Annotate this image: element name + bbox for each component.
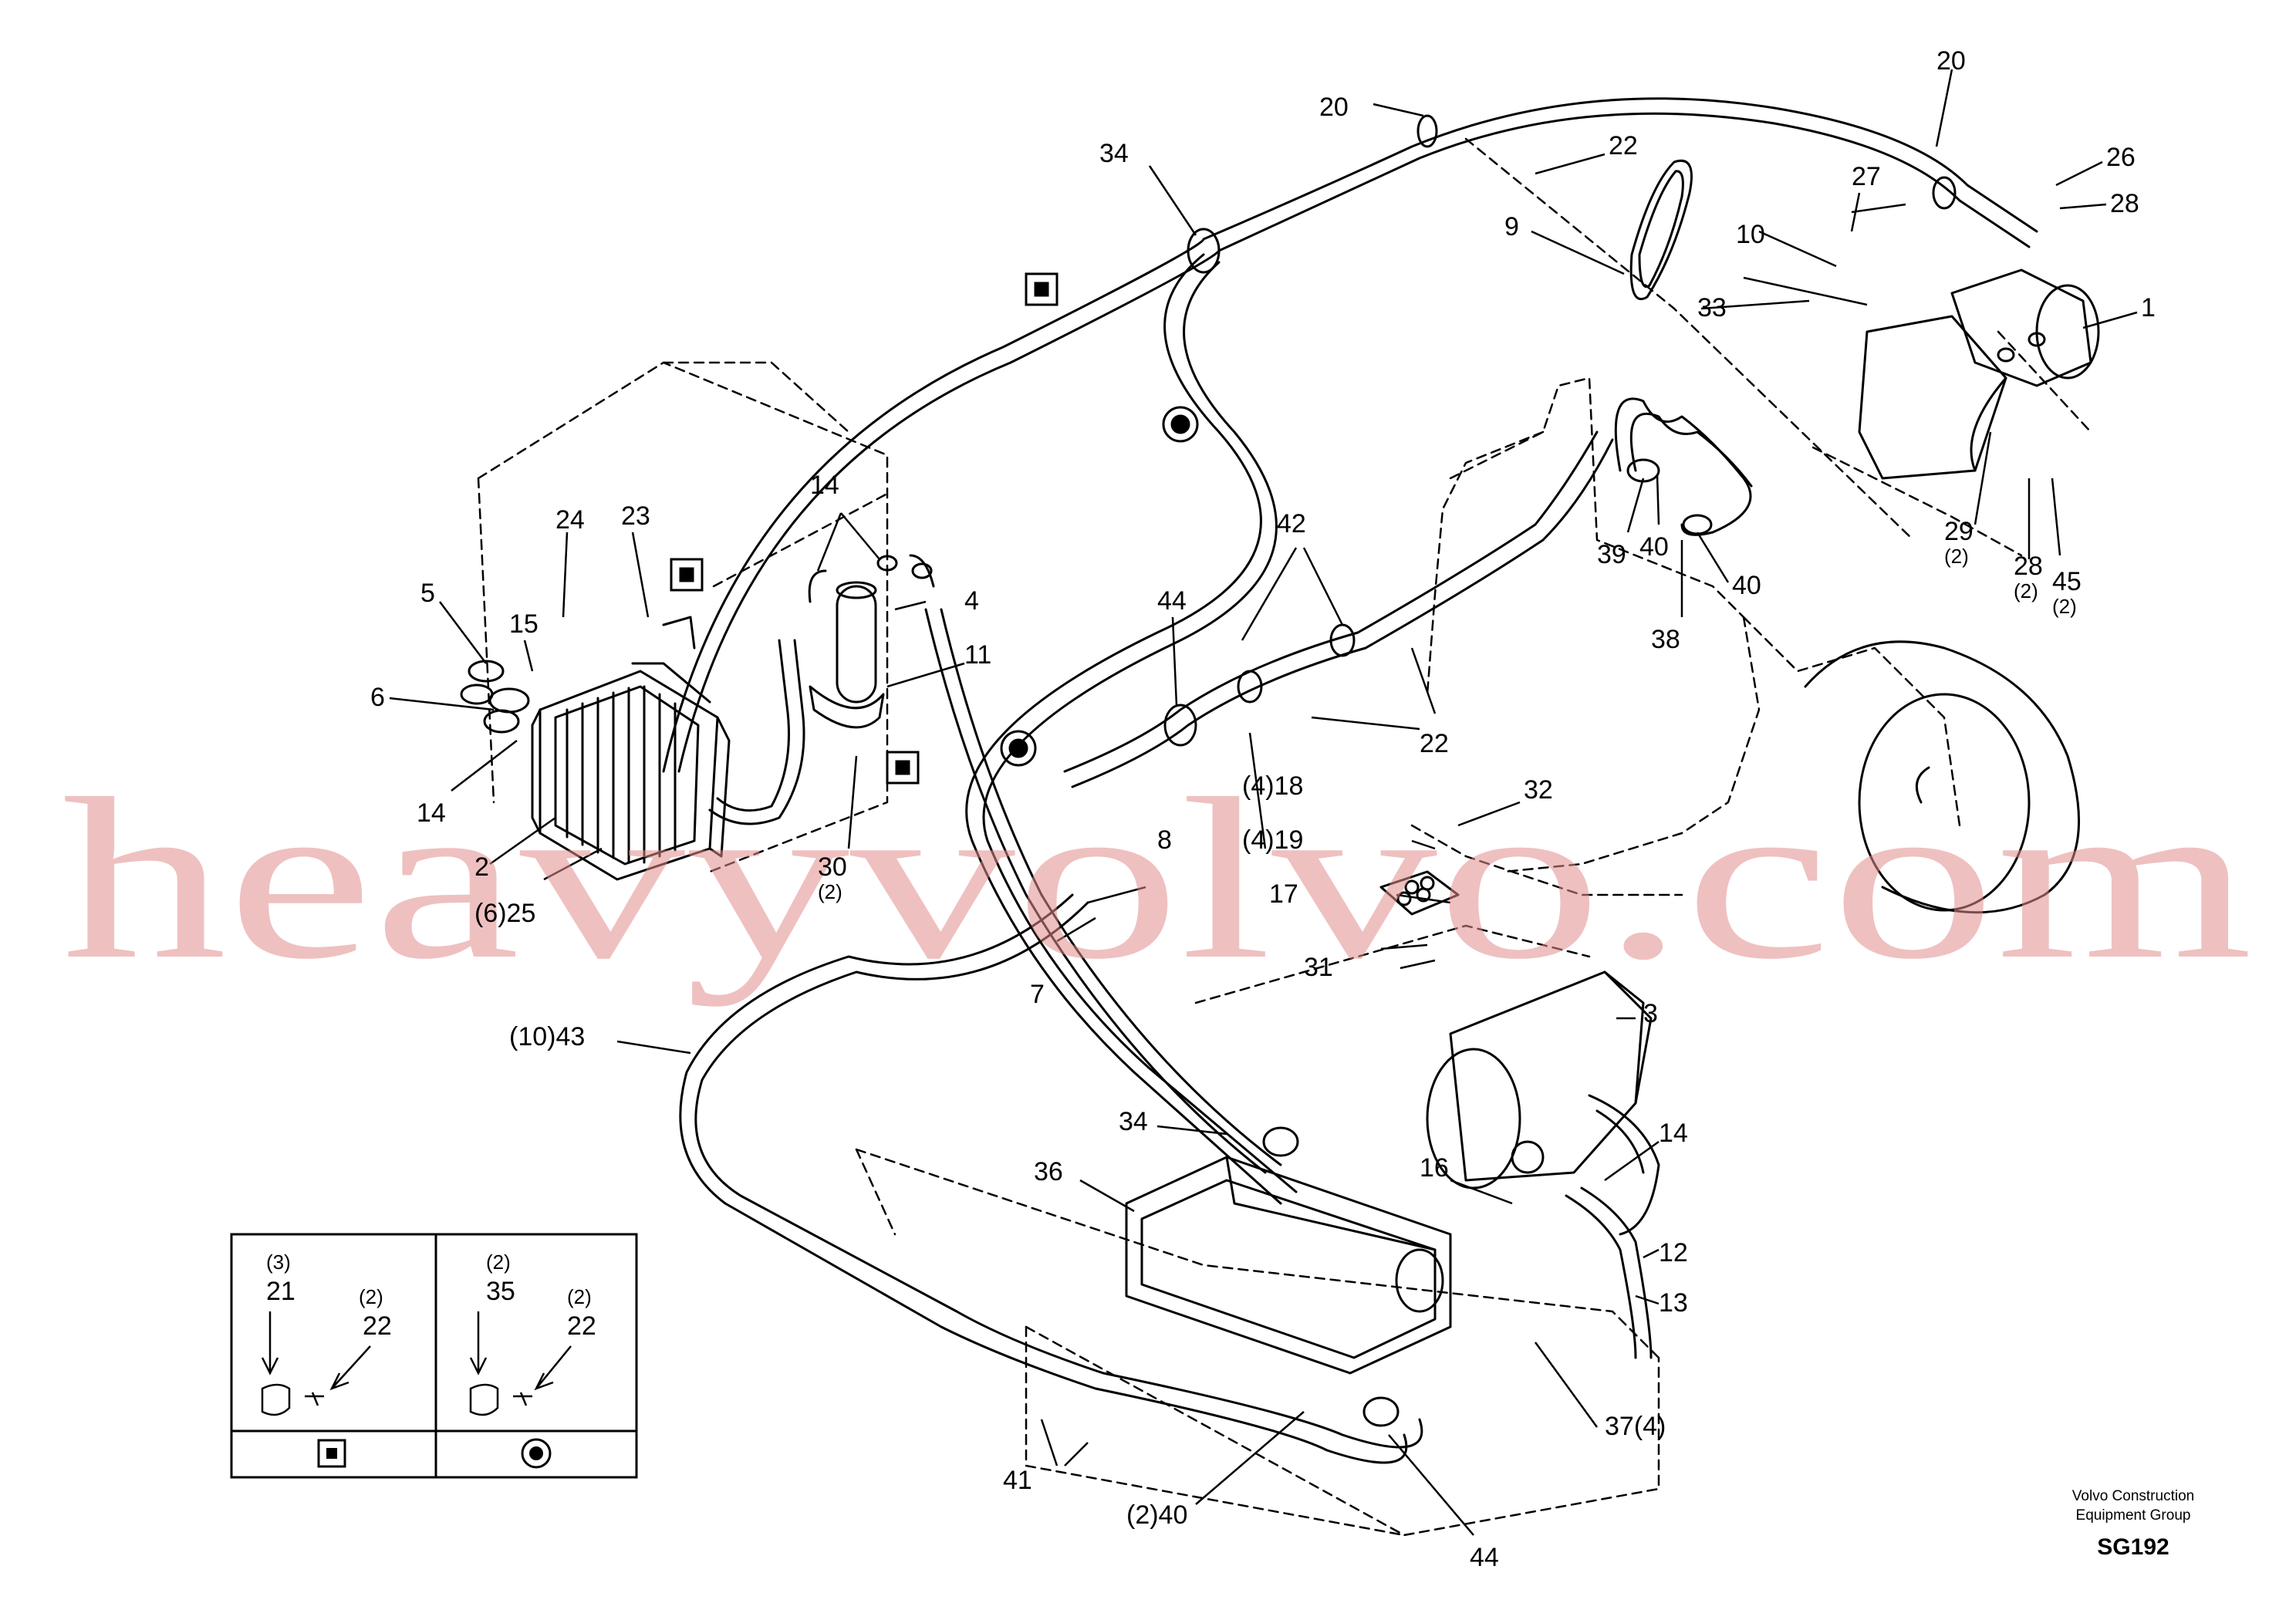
callout-44: 44: [1157, 586, 1187, 616]
circle-marker-icon: [1162, 406, 1199, 443]
callout-34: 34: [1099, 139, 1129, 168]
footer-company-line1: Volvo Construction: [2072, 1488, 2194, 1504]
callout-6: 6: [370, 683, 385, 712]
callout-34: 34: [1119, 1107, 1148, 1136]
circle-marker-icon: [1000, 730, 1037, 767]
callout-12: 12: [1659, 1238, 1688, 1267]
hose-7-8-long: [924, 253, 1298, 1205]
hose-evaporator-to-12-13: [1565, 1094, 1660, 1359]
callout-38: 38: [1651, 625, 1680, 654]
compressor: [1858, 268, 2100, 480]
section-markers: [670, 272, 1199, 785]
footer-company-line2: Equipment Group: [2076, 1507, 2191, 1524]
callout-45: 45: [2052, 567, 2082, 596]
circle-marker-icon: [521, 1438, 552, 1469]
condenser: [460, 616, 731, 881]
callout-33: 33: [1697, 293, 1727, 322]
drive-belt: [1629, 160, 1693, 301]
callout-29: 29: [1944, 517, 1974, 546]
footer-block: Volvo Construction Equipment Group SG192: [2072, 1488, 2194, 1560]
callout-36: 36: [1034, 1157, 1063, 1186]
callout-16: 16: [1420, 1153, 1449, 1183]
callout-4: 4: [964, 586, 979, 616]
callout-17: 17: [1269, 879, 1298, 909]
callout-40: (2)40: [1126, 1500, 1187, 1530]
callout-30: 30: [818, 852, 847, 882]
callout-26: 26: [2106, 143, 2136, 172]
legend-left-num-1: 21: [266, 1277, 295, 1306]
callout-9: 9: [1504, 212, 1519, 241]
callout-22: 22: [1609, 131, 1638, 160]
callout-22: 22: [1420, 729, 1449, 758]
callout-24: 24: [555, 505, 585, 535]
callout-41: 41: [1003, 1466, 1032, 1495]
callout-5: 5: [420, 579, 435, 608]
callout-45-qty: (2): [2052, 595, 2077, 618]
callout-14: 14: [1659, 1119, 1688, 1148]
callout-13: 13: [1659, 1288, 1688, 1318]
callout-32: 32: [1524, 775, 1553, 805]
legend-left-num-2: 22: [363, 1311, 392, 1341]
callout-10: 10: [1736, 220, 1765, 249]
bracket-plate: [1379, 870, 1460, 916]
callout-28: 28: [2110, 189, 2139, 218]
legend-box: (3) 21 (2) 22 (2) 35 (2) 22: [230, 1233, 638, 1479]
callout-20: 20: [1319, 93, 1349, 122]
hose-receiver-to-condenser: [708, 639, 805, 825]
legend-left-qty-2: (2): [359, 1285, 383, 1308]
callout-20: 20: [1936, 46, 1966, 76]
callout-labels: 20 20 22 34 9 27 10 33 26 28 1 29 (2) 28…: [370, 46, 2156, 1572]
hose-34-main: [662, 97, 2038, 773]
callout-8: 8: [1157, 825, 1172, 855]
callout-15: 15: [509, 609, 539, 639]
callout-19: (4)19: [1242, 825, 1303, 855]
callout-25: (6)25: [474, 899, 535, 928]
air-duct: [1125, 1156, 1452, 1375]
leader-arrows: [389, 69, 2138, 1536]
engine-housing: [1804, 640, 2080, 914]
callout-2: 2: [474, 852, 489, 882]
square-marker-icon: [886, 751, 920, 785]
callout-14: 14: [417, 798, 446, 828]
legend-right-num-2: 22: [567, 1311, 596, 1341]
callout-11: 11: [964, 640, 991, 670]
callout-14: 14: [810, 471, 839, 500]
callout-28: 28: [2014, 552, 2043, 581]
square-marker-icon: [670, 558, 704, 592]
callout-31: 31: [1304, 953, 1333, 982]
legend-right-qty-2: (2): [567, 1285, 592, 1308]
legend-right-num-1: 35: [486, 1277, 515, 1306]
dashed-outlines: [477, 137, 2092, 1537]
legend-right-qty-1: (2): [486, 1250, 511, 1274]
hose-41-44-lower: [679, 430, 1614, 1464]
receiver-drier: [808, 554, 935, 729]
callout-1: 1: [2141, 293, 2156, 322]
callout-42: 42: [1277, 509, 1306, 538]
callout-7: 7: [1030, 980, 1045, 1009]
callout-44: 44: [1470, 1543, 1499, 1572]
callout-40: 40: [1732, 571, 1761, 600]
hose-38-40-compressor: [1614, 397, 1753, 536]
callout-40: 40: [1639, 532, 1669, 562]
callout-43: (10)43: [509, 1022, 585, 1051]
callout-27: 27: [1852, 162, 1881, 191]
callout-37: 37(4): [1605, 1412, 1666, 1441]
callout-29-qty: (2): [1944, 545, 1969, 568]
callout-39: 39: [1597, 540, 1626, 569]
callout-30-qty: (2): [818, 880, 842, 903]
drawing-code: SG192: [2097, 1534, 2169, 1560]
legend-left-qty-1: (3): [266, 1250, 291, 1274]
callout-28-qty: (2): [2014, 579, 2038, 602]
square-marker-icon: [1025, 272, 1059, 306]
watermark: heavyvolvo.com: [62, 751, 2253, 1007]
callout-18: (4)18: [1242, 771, 1303, 801]
callout-3: 3: [1643, 999, 1658, 1028]
callout-23: 23: [621, 501, 650, 531]
square-marker-icon: [317, 1439, 346, 1468]
